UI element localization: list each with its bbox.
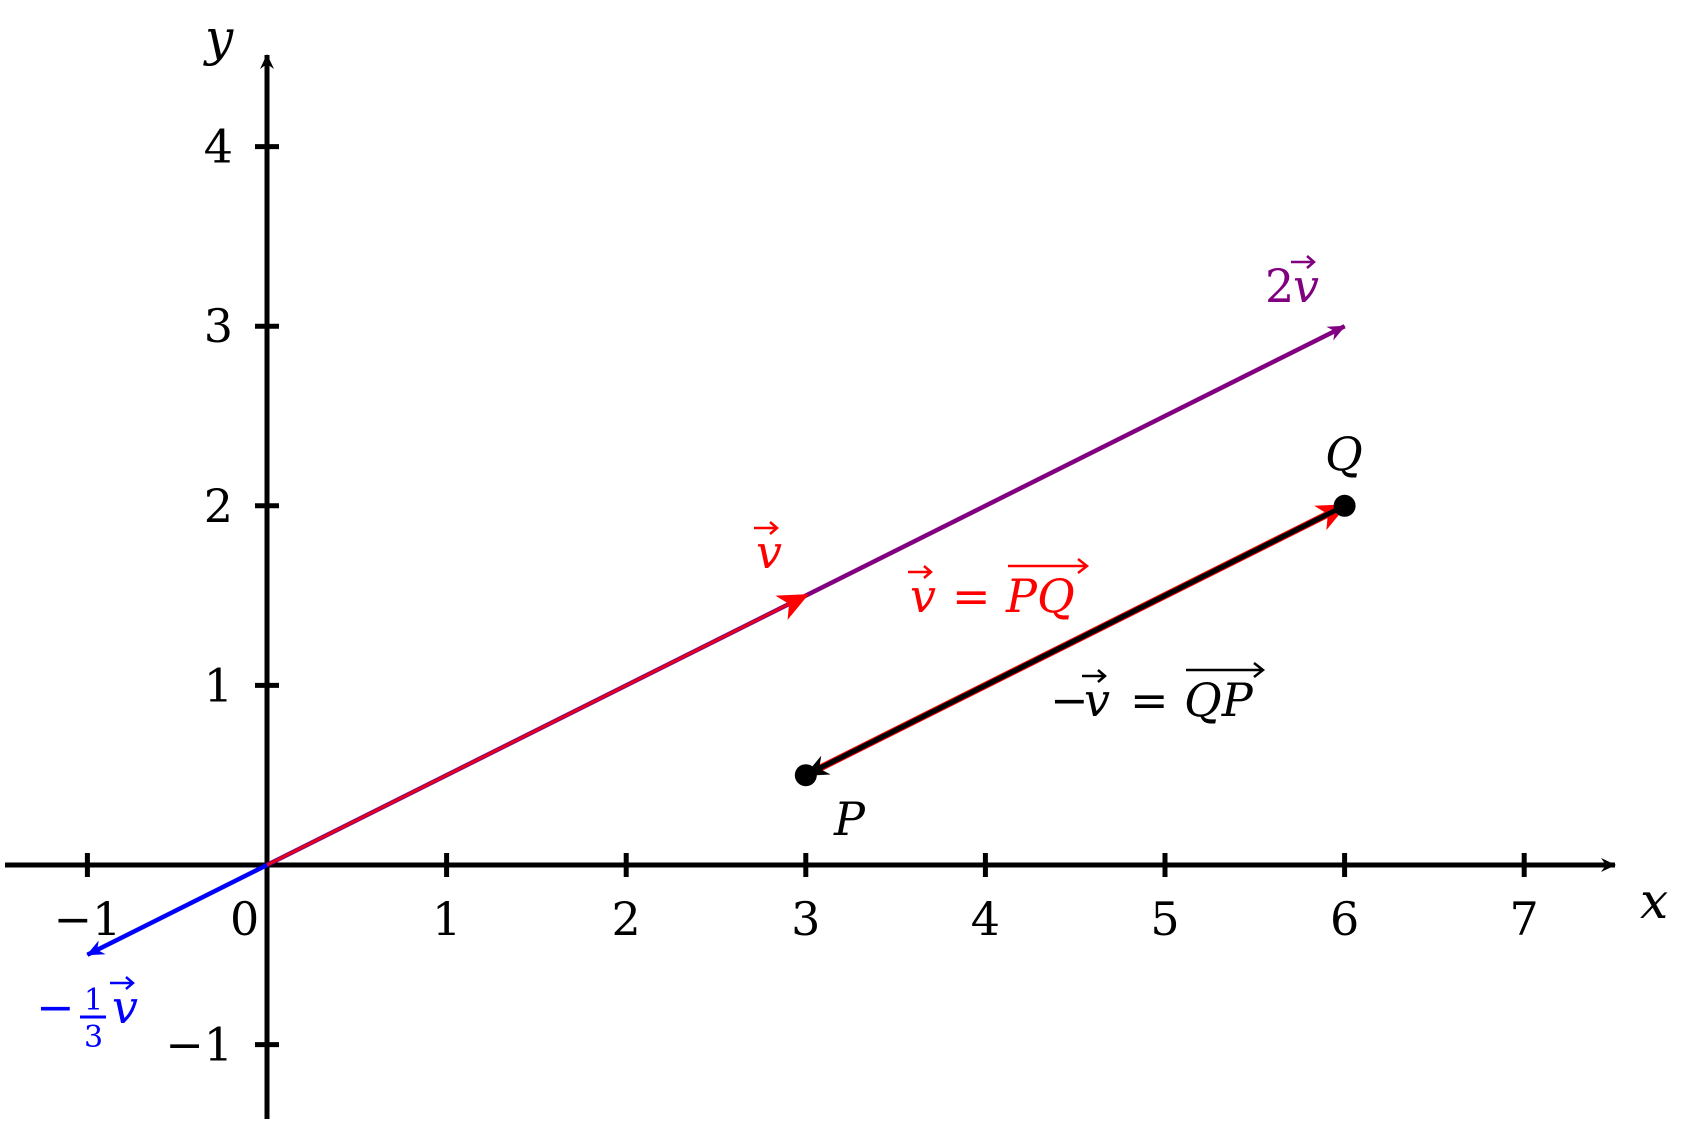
y-ticks: −1 1 2 3 4 [165,120,279,1072]
vector-arrow-icon [754,521,779,535]
y-tick-label: 3 [204,299,233,353]
qp-label-sign: − [1050,673,1089,727]
vector-arrow-icon [1291,255,1316,269]
two-v-label: 2 v [1265,255,1319,313]
x-tick-label: 6 [1330,892,1359,946]
v-label: v [754,521,782,579]
x-tick-label: 5 [1150,892,1179,946]
qp-label-lhs: v [1084,673,1110,727]
x-tick-label: 4 [971,892,1000,946]
x-tick-label: 1 [432,892,461,946]
pq-label-lhs: v [910,569,936,623]
vector-arrow-icon [1186,662,1266,678]
y-tick-label: 1 [204,658,233,712]
y-axis-label: y [203,9,234,67]
x-tick-label: 3 [791,892,820,946]
x-tick-label: 2 [612,892,641,946]
qp-label-equals: = [1130,673,1169,727]
qp-label-rhs: QP [1184,673,1254,727]
pq-label-rhs: PQ [1005,569,1075,623]
vector-arrow-icon [110,976,135,990]
pq-label-equals: = [952,569,991,623]
vector-arrow-icon [1008,558,1090,574]
x-axis-label: x [1640,872,1668,930]
neg-third-denominator: 3 [84,1020,103,1055]
point-p-label: P [833,792,866,846]
v-vector [266,594,809,867]
neg-third-numerator: 1 [84,983,103,1018]
two-v-symbol: v [1293,259,1319,313]
y-tick-label: 4 [204,120,233,174]
point-q-label: Q [1325,427,1363,481]
y-tick-label: 2 [204,479,233,533]
neg-third-v-label: − 1 3 v [36,976,138,1055]
neg-third-v-vector [86,862,269,957]
neg-third-symbol: v [112,980,138,1034]
vector-arrow-icon [1082,669,1107,683]
v-label-symbol: v [756,525,782,579]
origin-label: 0 [230,892,259,946]
x-tick-label: −1 [53,892,121,946]
vector-arrow-icon [908,565,933,579]
x-tick-label: 7 [1510,892,1539,946]
neg-third-sign: − [36,980,75,1034]
qp-label: − v = QP [1050,662,1266,727]
two-v-coefficient: 2 [1265,259,1294,313]
qp-vector [804,503,1346,778]
point-q [1333,494,1356,517]
pq-label: v = PQ [908,558,1090,623]
x-ticks: −1 1 2 3 4 5 6 7 [53,853,1539,946]
y-tick-label: −1 [165,1018,233,1072]
point-p [794,764,817,787]
